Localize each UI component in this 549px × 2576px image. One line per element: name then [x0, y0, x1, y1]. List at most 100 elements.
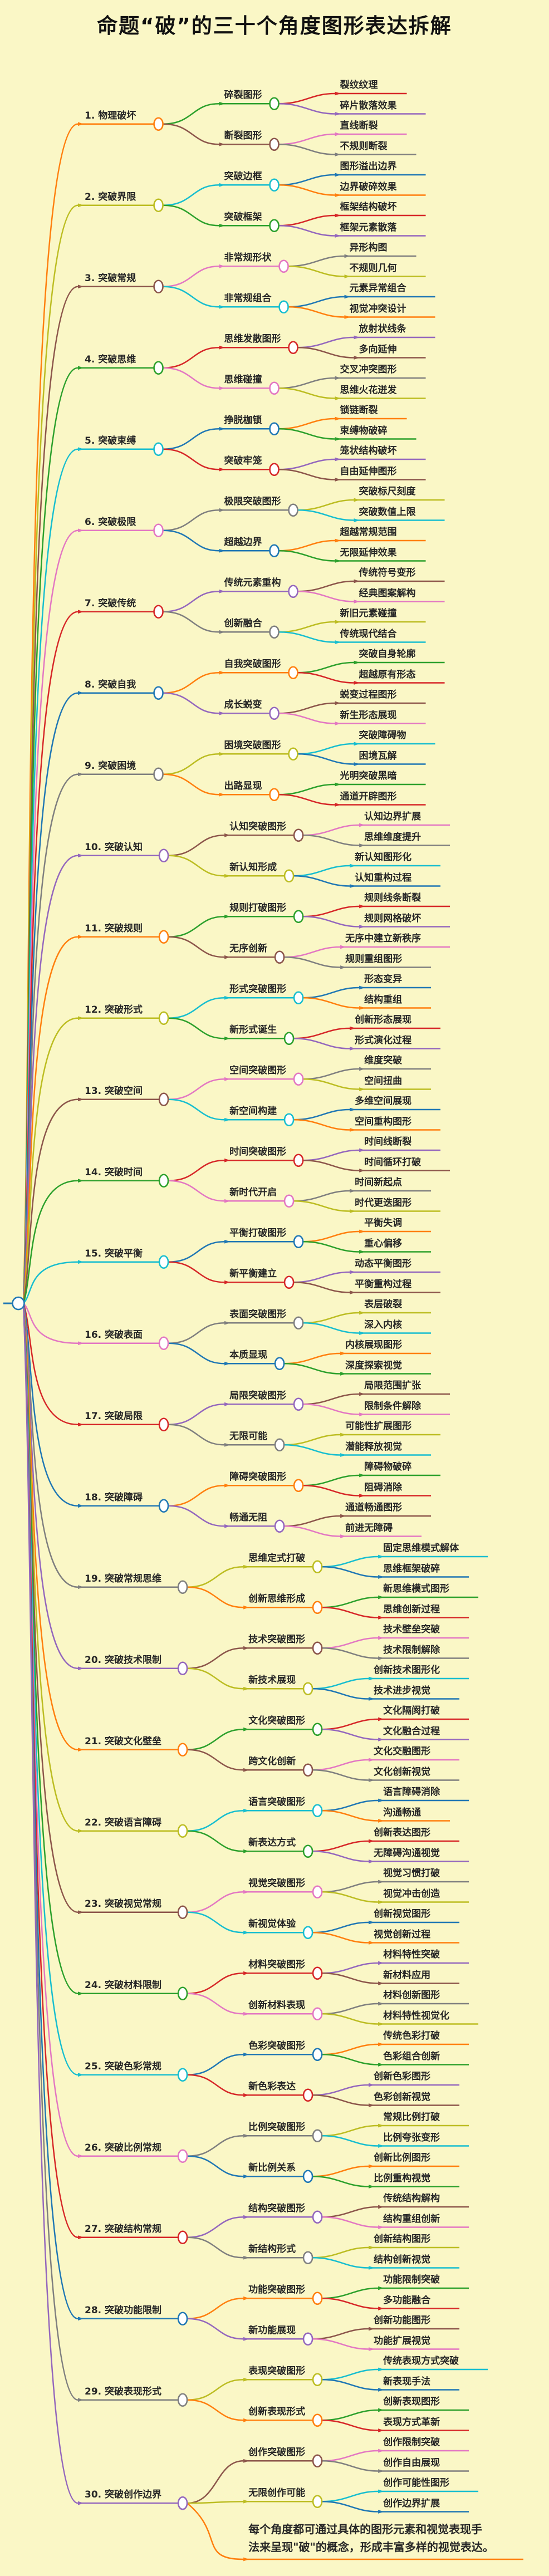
- sub-node[interactable]: [269, 381, 280, 395]
- leaf-label[interactable]: 自由延伸图形: [340, 465, 397, 477]
- sub-label[interactable]: 挣脱枷锁: [224, 415, 262, 426]
- branch-node[interactable]: [177, 2312, 188, 2326]
- leaf-label[interactable]: 多功能融合: [383, 2294, 431, 2306]
- leaf-label[interactable]: 形式演化过程: [355, 1034, 412, 1046]
- sub-label[interactable]: 畅通无阻: [229, 1512, 268, 1524]
- branch-node[interactable]: [153, 198, 164, 213]
- leaf-label[interactable]: 文化交融图形: [374, 1746, 431, 1757]
- sub-label[interactable]: 形式突破图形: [229, 984, 287, 995]
- branch-node[interactable]: [177, 1743, 188, 1757]
- sub-node[interactable]: [283, 1032, 295, 1046]
- leaf-label[interactable]: 创作自由展现: [383, 2457, 440, 2469]
- sub-node[interactable]: [293, 1235, 304, 1249]
- branch-node[interactable]: [158, 930, 169, 944]
- branch-label[interactable]: 9. 突破困境: [85, 760, 136, 772]
- sub-node[interactable]: [269, 219, 280, 233]
- branch-label[interactable]: 21. 突破文化壁垒: [85, 1735, 162, 1747]
- leaf-label[interactable]: 时代更迭图形: [355, 1197, 412, 1209]
- leaf-label[interactable]: 局限范围扩张: [364, 1380, 421, 1391]
- sub-node[interactable]: [269, 97, 280, 111]
- sub-label[interactable]: 新表达方式: [248, 1837, 296, 1849]
- leaf-label[interactable]: 固定思维模式解体: [383, 1543, 459, 1554]
- sub-label[interactable]: 突破边框: [224, 171, 262, 183]
- leaf-label[interactable]: 时间新起点: [355, 1177, 403, 1188]
- sub-node[interactable]: [269, 625, 280, 639]
- branch-label[interactable]: 13. 突破空间: [85, 1085, 143, 1097]
- sub-label[interactable]: 思维碰撞: [224, 374, 262, 386]
- branch-node[interactable]: [177, 2393, 188, 2407]
- sub-node[interactable]: [312, 2129, 323, 2143]
- leaf-label[interactable]: 文化隔阂打破: [383, 1705, 440, 1716]
- leaf-label[interactable]: 束缚物破碎: [340, 425, 388, 436]
- branch-node[interactable]: [158, 1092, 169, 1107]
- leaf-label[interactable]: 思维火花迸发: [340, 384, 397, 396]
- leaf-label[interactable]: 动态平衡图形: [355, 1258, 412, 1269]
- leaf-label[interactable]: 视觉冲击创造: [383, 1888, 440, 1900]
- branch-node[interactable]: [158, 1417, 169, 1432]
- branch-node[interactable]: [177, 2230, 188, 2245]
- leaf-label[interactable]: 新材料应用: [383, 1969, 431, 1981]
- branch-node[interactable]: [177, 1986, 188, 2001]
- sub-label[interactable]: 障碍突破图形: [229, 1471, 287, 1483]
- leaf-label[interactable]: 表现方式革新: [383, 2416, 440, 2428]
- leaf-label[interactable]: 创新色彩图形: [374, 2071, 431, 2082]
- leaf-label[interactable]: 放射状线条: [359, 323, 406, 335]
- sub-node[interactable]: [278, 259, 289, 273]
- leaf-label[interactable]: 新生形态展现: [340, 709, 397, 721]
- sub-label[interactable]: 新平衡建立: [229, 1268, 277, 1280]
- leaf-label[interactable]: 经典图案解构: [359, 587, 416, 599]
- branch-node[interactable]: [177, 1905, 188, 1920]
- leaf-label[interactable]: 碎片散落效果: [340, 100, 397, 111]
- leaf-label[interactable]: 文化创新视觉: [374, 1766, 431, 1778]
- sub-node[interactable]: [269, 706, 280, 720]
- branch-label[interactable]: 17. 突破局限: [85, 1410, 143, 1422]
- sub-label[interactable]: 新空间构建: [229, 1106, 277, 1117]
- sub-node[interactable]: [283, 1275, 295, 1289]
- sub-node[interactable]: [293, 1397, 304, 1411]
- sub-node[interactable]: [312, 2495, 323, 2509]
- leaf-label[interactable]: 潜能释放视觉: [345, 1441, 403, 1453]
- branch-node[interactable]: [158, 1174, 169, 1188]
- leaf-label[interactable]: 创作边界扩展: [383, 2498, 440, 2509]
- sub-label[interactable]: 表面突破图形: [229, 1309, 287, 1321]
- sub-label[interactable]: 认知突破图形: [229, 821, 287, 833]
- sub-node[interactable]: [302, 1926, 313, 1940]
- leaf-label[interactable]: 突破障碍物: [359, 730, 406, 741]
- leaf-label[interactable]: 思维创新过程: [383, 1603, 440, 1615]
- sub-node[interactable]: [283, 1194, 295, 1208]
- leaf-label[interactable]: 直线断裂: [340, 120, 378, 131]
- leaf-label[interactable]: 障碍物破碎: [364, 1461, 412, 1473]
- sub-node[interactable]: [312, 2454, 323, 2468]
- leaf-label[interactable]: 技术限制解除: [383, 1644, 440, 1656]
- note-text[interactable]: 每个角度都可通过具体的图形元素和视觉表现手法来呈现"破"的概念，形成丰富多样的视…: [248, 2520, 494, 2556]
- sub-label[interactable]: 本质显现: [229, 1350, 268, 1361]
- branch-label[interactable]: 20. 突破技术限制: [85, 1654, 162, 1666]
- leaf-label[interactable]: 视觉习惯打破: [383, 1868, 440, 1879]
- sub-label[interactable]: 思维发散图形: [224, 333, 281, 345]
- sub-label[interactable]: 新色彩表达: [248, 2081, 296, 2093]
- sub-label[interactable]: 传统元素重构: [224, 577, 281, 589]
- sub-node[interactable]: [269, 138, 280, 151]
- leaf-label[interactable]: 规则重组图形: [345, 953, 403, 965]
- sub-node[interactable]: [293, 910, 304, 924]
- branch-label[interactable]: 16. 突破表面: [85, 1329, 143, 1341]
- leaf-label[interactable]: 通道开辟图形: [340, 791, 397, 802]
- leaf-label[interactable]: 比例重构视觉: [374, 2172, 431, 2184]
- leaf-label[interactable]: 困境瓦解: [359, 750, 397, 762]
- leaf-label[interactable]: 视觉创新过程: [374, 1929, 431, 1940]
- branch-label[interactable]: 29. 突破表现形式: [85, 2386, 162, 2397]
- branch-label[interactable]: 26. 突破比例常规: [85, 2142, 162, 2153]
- sub-label[interactable]: 创新融合: [224, 618, 262, 630]
- branch-label[interactable]: 18. 突破障碍: [85, 1491, 143, 1503]
- leaf-label[interactable]: 光明突破黑暗: [340, 771, 397, 782]
- leaf-label[interactable]: 阻碍消除: [364, 1481, 403, 1493]
- sub-label[interactable]: 材料突破图形: [248, 1959, 306, 1971]
- sub-label[interactable]: 无限创作可能: [248, 2487, 306, 2499]
- sub-label[interactable]: 语言突破图形: [248, 1797, 306, 1808]
- sub-label[interactable]: 比例突破图形: [248, 2122, 306, 2133]
- sub-node[interactable]: [283, 1113, 295, 1127]
- root-node[interactable]: [12, 1296, 25, 1311]
- leaf-label[interactable]: 不规则断裂: [340, 140, 388, 152]
- leaf-label[interactable]: 材料特性视觉化: [383, 2010, 450, 2021]
- leaf-label[interactable]: 结构创新视觉: [374, 2254, 431, 2265]
